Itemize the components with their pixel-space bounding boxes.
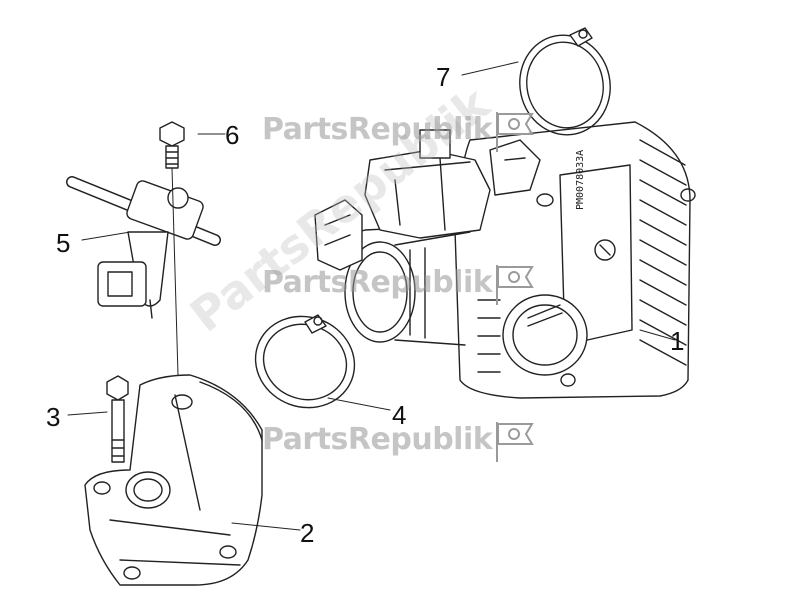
callout-2: 2 — [300, 518, 315, 548]
intake-manifold-part-2 — [84, 374, 263, 586]
watermark-text-middle: PartsRepublik — [262, 265, 493, 300]
hose-clamp-part-4 — [254, 314, 356, 409]
gear-flag-icon — [496, 422, 534, 462]
housing-part-code: PM0078033A — [575, 149, 586, 210]
callout-6: 6 — [225, 120, 240, 150]
throttle-body-part-1 — [314, 121, 696, 399]
fuel-injector-part-5 — [66, 176, 221, 319]
callout-7: 7 — [436, 62, 451, 92]
hose-clamp-part-7 — [519, 27, 611, 136]
watermark-text-top: PartsRepublik — [262, 112, 493, 147]
callout-5: 5 — [56, 228, 71, 258]
callout-4: 4 — [392, 400, 407, 430]
gear-flag-icon — [496, 265, 534, 305]
callout-1: 1 — [670, 326, 685, 356]
callout-3: 3 — [46, 402, 61, 432]
leader-lines — [67, 61, 676, 531]
bolt-part-3 — [106, 375, 129, 463]
screw-part-6 — [159, 121, 185, 169]
gear-flag-icon — [496, 112, 534, 152]
watermark-text-bottom: PartsRepublik — [262, 422, 493, 457]
